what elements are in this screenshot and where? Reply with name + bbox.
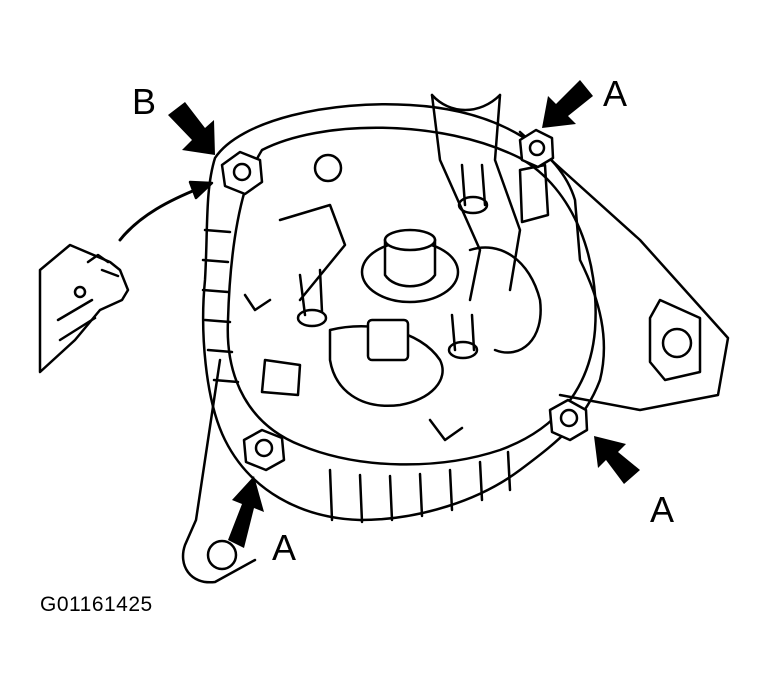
nut-bottom-right bbox=[548, 398, 589, 442]
callout-arrow-a-bottom-right bbox=[594, 436, 640, 484]
figure-id: G01161425 bbox=[40, 593, 153, 616]
callout-arrow-b bbox=[168, 102, 215, 155]
callout-label-a-bottom-left: A bbox=[272, 527, 297, 568]
alternator-housing bbox=[201, 103, 606, 524]
callout-label-a-bottom-right: A bbox=[650, 489, 675, 530]
installation-arrow bbox=[118, 180, 214, 242]
callout-label-b: B bbox=[132, 81, 157, 122]
nut-bottom-left bbox=[242, 428, 286, 472]
mounting-bracket bbox=[518, 130, 730, 412]
callout-arrow-a-top-right bbox=[542, 80, 593, 128]
lower-bracket-arm bbox=[181, 358, 257, 584]
callout-label-a-top-right: A bbox=[603, 73, 628, 114]
callout-arrow-a-bottom-left bbox=[228, 476, 264, 548]
nut-top-right bbox=[518, 128, 555, 169]
terminal-cover-part bbox=[38, 243, 130, 374]
nut-top-left bbox=[220, 150, 264, 196]
